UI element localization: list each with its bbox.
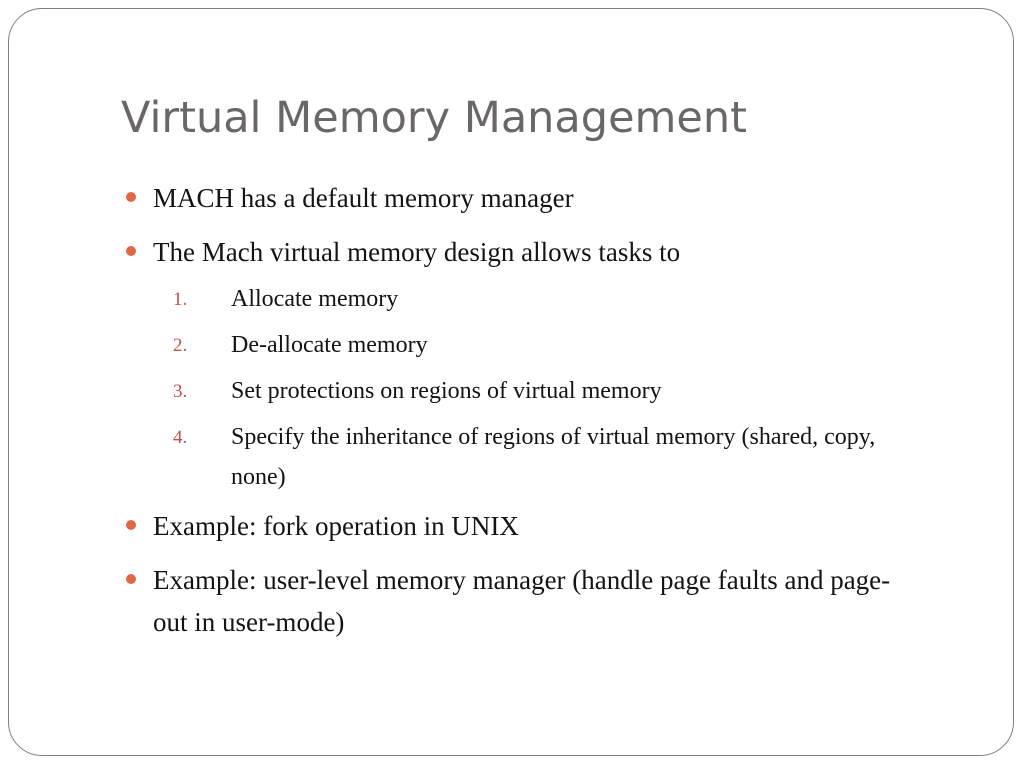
bullet-item: MACH has a default memory manager [123,177,923,219]
bullet-text: Example: user-level memory manager (hand… [153,565,891,637]
item-text: De-allocate memory [231,332,428,358]
bullet-item: The Mach virtual memory design allows ta… [123,231,923,273]
numbered-item: 4. Specify the inheritance of regions of… [123,417,923,497]
item-number: 4. [173,427,188,448]
item-text: Specify the inheritance of regions of vi… [231,424,876,490]
slide-frame: Virtual Memory Management MACH has a def… [8,8,1014,756]
item-text: Allocate memory [231,286,399,312]
bullet-text: MACH has a default memory manager [153,183,574,213]
numbered-item: 1. Allocate memory [123,279,923,319]
numbered-item: 2. De-allocate memory [123,325,923,365]
item-number: 2. [173,335,188,356]
numbered-list: 1. Allocate memory 2. De-allocate memory… [123,279,923,497]
bullet-item: Example: fork operation in UNIX [123,505,923,547]
bullet-dot-icon [126,192,136,202]
bullet-text: Example: fork operation in UNIX [153,511,519,541]
bullet-dot-icon [126,246,136,256]
bullet-text: The Mach virtual memory design allows ta… [153,237,681,267]
bullet-item: Example: user-level memory manager (hand… [123,559,923,643]
numbered-item: 3. Set protections on regions of virtual… [123,371,923,411]
item-text: Set protections on regions of virtual me… [231,378,662,404]
bullet-dot-icon [126,574,136,584]
slide-body: MACH has a default memory manager The Ma… [123,177,923,655]
item-number: 3. [173,381,188,402]
item-number: 1. [173,289,188,310]
slide-title: Virtual Memory Management [121,93,747,143]
bullet-dot-icon [126,520,136,530]
